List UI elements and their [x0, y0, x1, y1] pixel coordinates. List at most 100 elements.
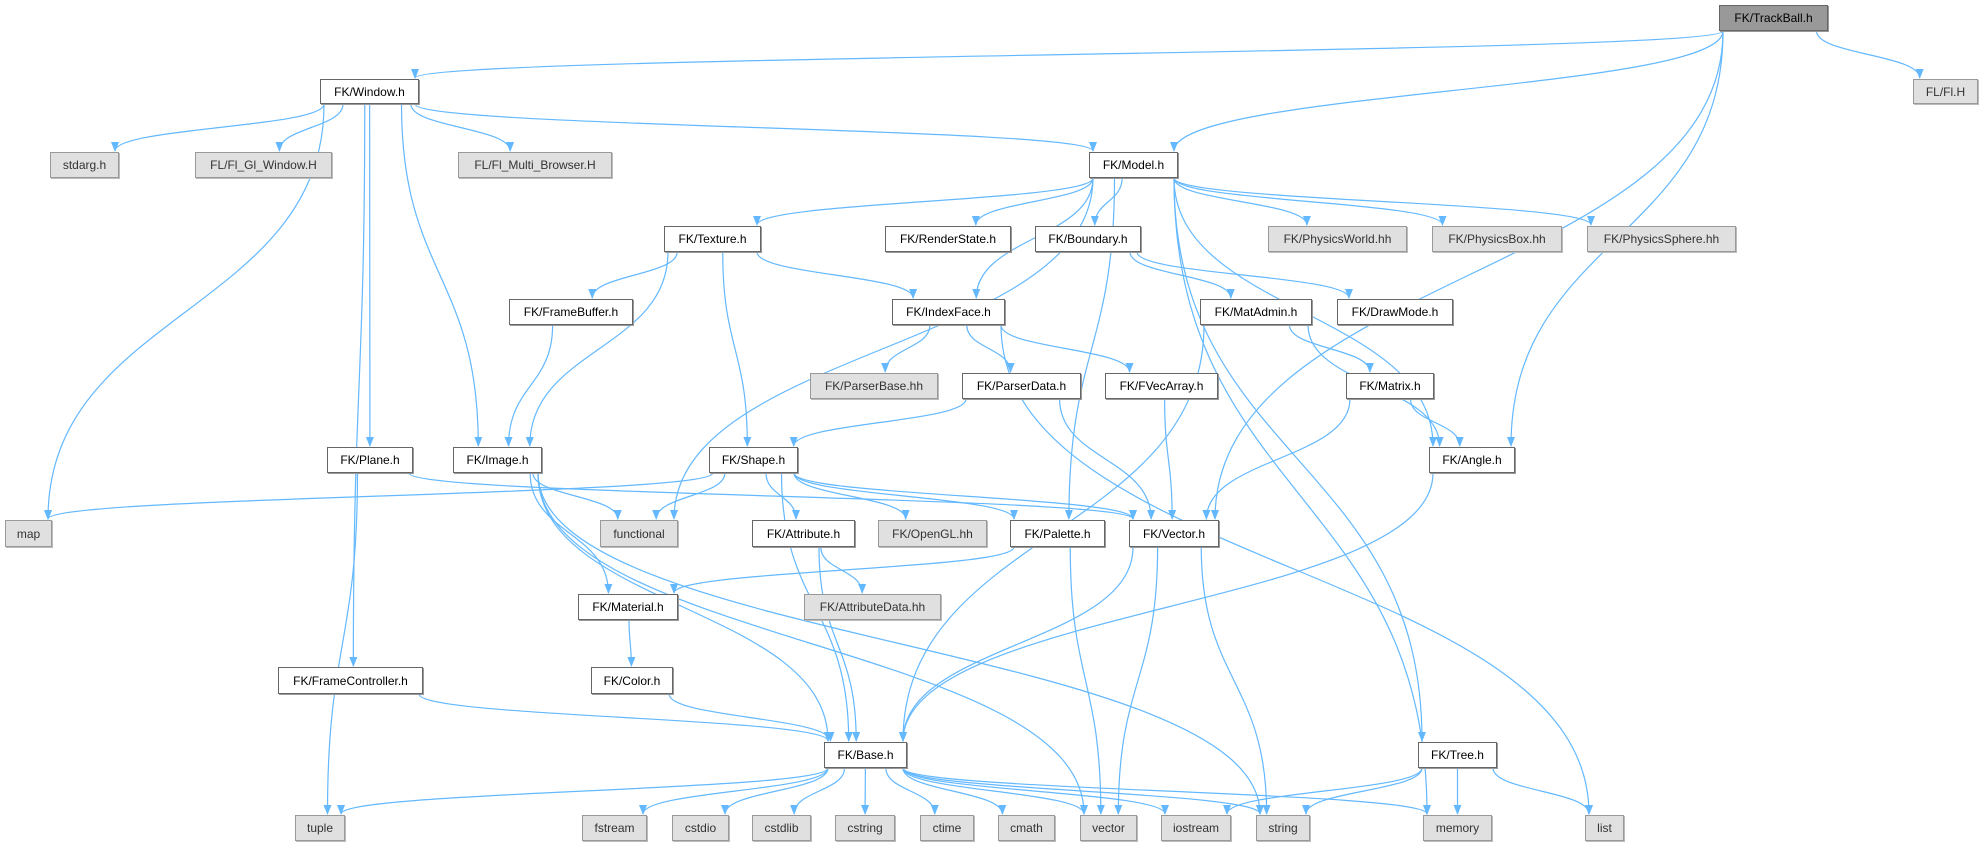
edge-shape-to-functional: [652, 472, 726, 520]
edge-palette-to-material: [670, 546, 1015, 594]
edge-base-to-iostream: [902, 767, 1169, 815]
edge-vectorh-to-string: [1200, 546, 1271, 815]
edge-window-to-image: [400, 103, 483, 447]
edge-framecontroller-to-base: [418, 693, 832, 742]
edge-base-to-fstream: [639, 767, 829, 815]
node-shape[interactable]: FK/Shape.h: [709, 447, 798, 473]
node-parserdata[interactable]: FK/ParserData.h: [962, 373, 1081, 399]
edge-texture-to-framebuffer: [588, 251, 678, 299]
node-drawmode[interactable]: FK/DrawMode.h: [1337, 299, 1453, 325]
node-window[interactable]: FK/Window.h: [320, 79, 419, 104]
node-indexface[interactable]: FK/IndexFace.h: [892, 299, 1005, 325]
edge-window-to-flgl: [275, 103, 344, 152]
node-model[interactable]: FK/Model.h: [1089, 152, 1178, 178]
edge-attribute-to-base: [818, 546, 861, 742]
edge-image-to-functional: [532, 472, 622, 520]
edge-image-to-vector: [537, 472, 1088, 815]
edge-model-to-renderstate: [971, 177, 1094, 226]
edge-texture-to-image: [525, 251, 669, 447]
node-matrix[interactable]: FK/Matrix.h: [1346, 373, 1434, 399]
edge-shape-to-map: [44, 472, 714, 520]
node-stdarg: stdarg.h: [50, 152, 119, 178]
node-texture[interactable]: FK/Texture.h: [664, 226, 761, 252]
node-trackball[interactable]: FK/TrackBall.h: [1719, 5, 1828, 31]
node-color[interactable]: FK/Color.h: [591, 667, 673, 694]
edge-tree-to-string: [1302, 767, 1423, 815]
node-cstdlib: cstdlib: [752, 815, 811, 841]
node-framecontroller[interactable]: FK/FrameController.h: [278, 667, 423, 694]
edge-indexface-to-parserbase: [881, 324, 931, 373]
edge-framebuffer-to-image: [504, 324, 554, 447]
edge-model-to-texture: [753, 177, 1094, 226]
edge-color-to-base: [668, 693, 835, 742]
node-tree[interactable]: FK/Tree.h: [1418, 742, 1497, 768]
node-flgl: FL/Fl_Gl_Window.H: [195, 152, 332, 178]
edge-shape-to-vectorh: [793, 472, 1137, 520]
node-image[interactable]: FK/Image.h: [453, 447, 542, 473]
edge-tree-to-iostream: [1223, 767, 1423, 815]
edge-base-to-memory: [902, 767, 1431, 815]
node-fstream: fstream: [582, 815, 647, 841]
edge-vectorh-to-base: [899, 546, 1134, 742]
node-opengl: FK/OpenGL.hh: [878, 520, 987, 547]
edge-trackball-to-flH: [1815, 30, 1924, 79]
edge-trackball-to-model: [1170, 30, 1724, 152]
node-attribute[interactable]: FK/Attribute.h: [752, 520, 855, 547]
node-memory: memory: [1423, 815, 1492, 841]
node-attributedata: FK/AttributeData.hh: [804, 594, 941, 620]
edge-fvecarray-to-vectorh: [1164, 398, 1177, 520]
edge-window-to-framecontroller: [349, 103, 366, 667]
edge-base-to-cmath: [902, 767, 1007, 815]
node-cmath: cmath: [998, 815, 1055, 841]
node-functional: functional: [600, 520, 678, 547]
edge-trackball-to-window: [411, 30, 1724, 79]
edge-base-to-string: [902, 767, 1264, 815]
node-parserbase: FK/ParserBase.hh: [810, 373, 938, 399]
edge-window-to-flmulti: [410, 103, 515, 152]
node-flH: FL/Fl.H: [1913, 79, 1978, 104]
edge-indexface-to-list: [1000, 324, 1593, 815]
node-angle[interactable]: FK/Angle.h: [1429, 447, 1515, 473]
node-material[interactable]: FK/Material.h: [578, 594, 678, 620]
edge-shape-to-opengl: [793, 472, 910, 520]
edge-base-to-tuple: [337, 767, 829, 815]
node-framebuffer[interactable]: FK/FrameBuffer.h: [509, 299, 633, 325]
node-physworld: FK/PhysicsWorld.hh: [1268, 226, 1407, 252]
node-fvecarray[interactable]: FK/FVecArray.h: [1105, 373, 1218, 399]
edge-boundary-to-drawmode: [1136, 251, 1353, 299]
node-vectorh[interactable]: FK/Vector.h: [1129, 520, 1219, 547]
edge-trackball-to-vectorh: [1211, 30, 1724, 520]
edge-boundary-to-matadmin: [1129, 251, 1235, 299]
edge-shape-to-attribute: [765, 472, 800, 520]
edge-model-to-tree: [1173, 177, 1426, 742]
edge-matrix-to-angle: [1409, 398, 1464, 447]
node-matadmin[interactable]: FK/MatAdmin.h: [1200, 299, 1312, 325]
edge-model-to-physsphere: [1173, 177, 1595, 226]
node-boundary[interactable]: FK/Boundary.h: [1035, 226, 1141, 252]
edge-palette-to-vector: [1069, 546, 1105, 815]
node-base[interactable]: FK/Base.h: [824, 742, 907, 768]
edge-plane-to-tuple: [323, 472, 359, 815]
edge-shape-to-palette: [793, 472, 1018, 520]
edge-model-to-memory: [1173, 177, 1431, 815]
edge-window-to-map: [44, 103, 325, 520]
node-plane[interactable]: FK/Plane.h: [327, 447, 413, 473]
edge-image-to-base: [537, 472, 832, 742]
edge-window-to-model: [414, 103, 1097, 152]
node-palette[interactable]: FK/Palette.h: [1010, 520, 1105, 547]
edge-vectorh-to-vector: [1114, 546, 1159, 815]
node-flmulti: FL/Fl_Multi_Browser.H: [458, 152, 612, 178]
node-map: map: [5, 520, 52, 547]
edge-model-to-physbox: [1173, 177, 1447, 226]
edge-model-to-indexface: [972, 177, 1094, 299]
edge-texture-to-indexface: [756, 251, 918, 299]
node-renderstate[interactable]: FK/RenderState.h: [885, 226, 1011, 252]
node-vector: vector: [1080, 815, 1137, 841]
node-physbox: FK/PhysicsBox.hh: [1432, 226, 1562, 252]
node-string: string: [1256, 815, 1310, 841]
node-cstdio: cstdio: [672, 815, 729, 841]
edge-texture-to-shape: [722, 251, 752, 447]
edge-tree-to-list: [1492, 767, 1593, 815]
edge-material-to-color: [627, 619, 636, 667]
edge-angle-to-base: [899, 472, 1434, 742]
